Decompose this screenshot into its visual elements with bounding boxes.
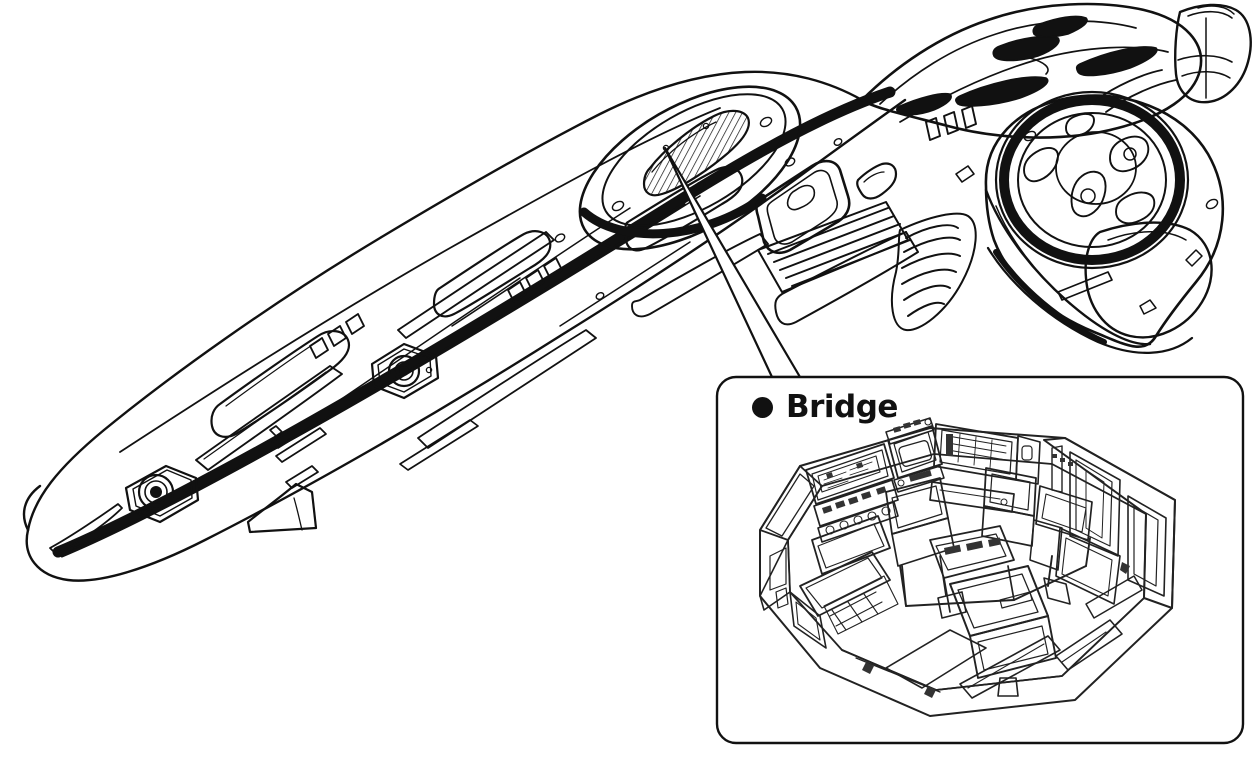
engine-nozzle-cluster	[1174, 3, 1252, 104]
bridge-aft-floor	[841, 575, 1145, 699]
nacelle-top-connector	[1095, 69, 1177, 113]
aft-hull-marker	[955, 165, 975, 183]
mid-hull-long-panel	[397, 231, 555, 339]
bridge-rail	[901, 537, 1091, 607]
window-port-group-2	[507, 257, 563, 303]
bridge-right-floor-panels	[1029, 519, 1121, 605]
aft-hatch-small-inner	[863, 171, 885, 183]
louvered-ramp	[757, 201, 911, 293]
dorsal-slot-5	[896, 92, 952, 116]
hull-lower-outline	[25, 98, 907, 582]
spacecraft-body	[22, 2, 1252, 582]
nose-panel-sliver	[49, 503, 123, 555]
window-port-group-1	[309, 313, 365, 359]
nacelle-sweep-dark	[993, 249, 1107, 345]
bridge-captain-chair	[937, 565, 1071, 697]
hull-rivets	[554, 138, 843, 300]
bridge-callout-box[interactable]	[715, 375, 1245, 745]
nose-tip	[22, 484, 42, 532]
hull-upper-outline	[26, 70, 864, 532]
forward-rounded-panel	[210, 330, 351, 438]
ventral-fin-root-strip	[285, 465, 319, 489]
nacelle-lower-pod	[1084, 221, 1213, 339]
engine-nacelle	[984, 90, 1225, 354]
ventral-fin	[246, 482, 318, 534]
aft-hatch-small	[856, 162, 898, 200]
bridge-dome-shadow	[579, 193, 767, 239]
dorsal-wing	[860, 2, 1203, 139]
aft-slit-panel	[399, 419, 479, 471]
bridge-center-monitor	[885, 417, 945, 493]
bridge-keypad	[823, 575, 899, 635]
bridge-right-bench	[1035, 485, 1093, 541]
hull-panel-seams	[339, 207, 691, 401]
aft-hatch-assembly	[755, 159, 851, 255]
dorsal-slot-3	[955, 76, 1049, 107]
bridge-interior-view	[759, 417, 1176, 717]
nose-sensor-turret	[124, 464, 200, 524]
bridge-right-wall	[1043, 437, 1176, 609]
bridge-left-bench	[811, 515, 891, 575]
aft-lower-plate	[774, 231, 919, 326]
nose-vent-strips	[269, 413, 327, 463]
aft-rounded-panel	[624, 166, 744, 252]
window-port-group-3	[925, 105, 977, 141]
hull-upper-crease	[119, 107, 721, 453]
forward-hull-panel	[195, 365, 343, 471]
dorsal-slot-4	[1075, 46, 1158, 77]
dorsal-slot-2	[1032, 15, 1088, 38]
engine-louver-fan	[890, 212, 977, 332]
console-buttons-left	[821, 486, 887, 514]
belly-panel	[417, 329, 597, 449]
mid-rounded-panel	[432, 230, 552, 318]
